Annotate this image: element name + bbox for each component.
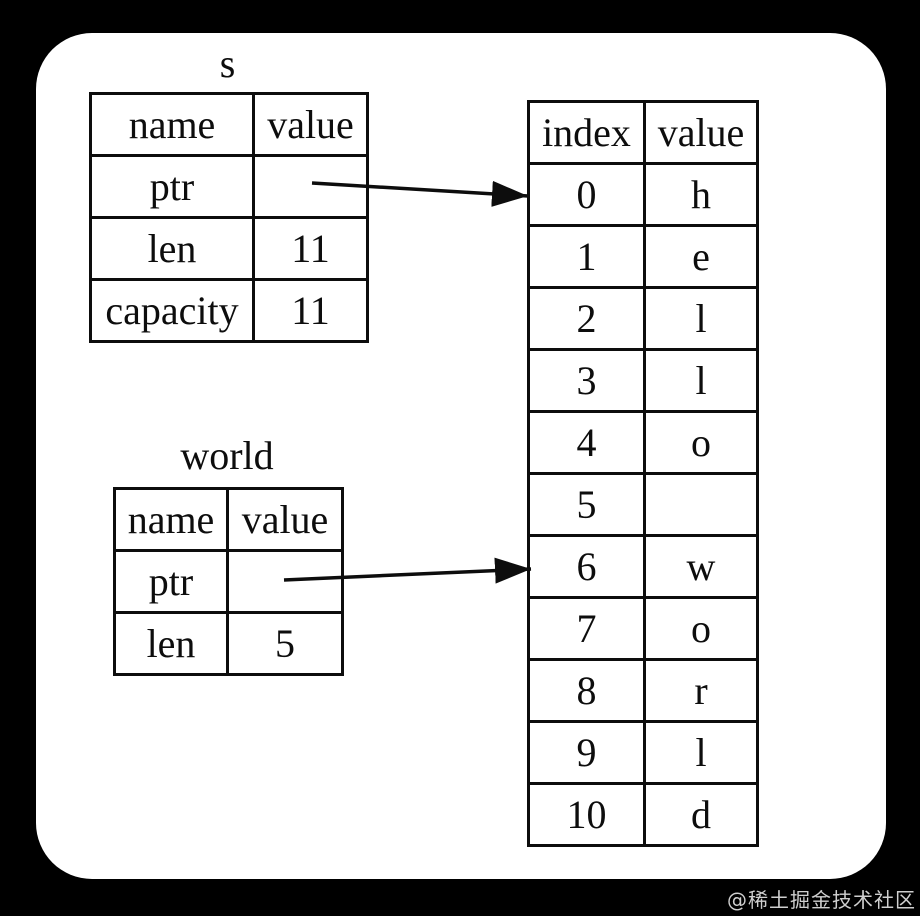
table-row: name value bbox=[89, 92, 369, 157]
table-row: 8 r bbox=[527, 658, 759, 723]
memory-value: l bbox=[643, 286, 759, 351]
diagram-panel: s name value ptr len 11 capacity 11 worl… bbox=[36, 33, 886, 879]
memory-value: e bbox=[643, 224, 759, 289]
memory-index: 0 bbox=[527, 162, 646, 227]
s-len-value: 11 bbox=[252, 216, 369, 281]
table-row: 4 o bbox=[527, 410, 759, 475]
table-row: 0 h bbox=[527, 162, 759, 227]
table-row: 10 d bbox=[527, 782, 759, 847]
s-len-name: len bbox=[89, 216, 255, 281]
world-header-value: value bbox=[226, 487, 344, 552]
memory-header-value: value bbox=[643, 100, 759, 165]
table-row: len 5 bbox=[113, 611, 344, 676]
table-row: 5 bbox=[527, 472, 759, 537]
memory-value bbox=[643, 472, 759, 537]
s-capacity-name: capacity bbox=[89, 278, 255, 343]
world-ptr-name: ptr bbox=[113, 549, 229, 614]
memory-index: 4 bbox=[527, 410, 646, 475]
struct-s-table: name value ptr len 11 capacity 11 bbox=[89, 92, 369, 343]
memory-index: 1 bbox=[527, 224, 646, 289]
table-row: 9 l bbox=[527, 720, 759, 785]
memory-value: o bbox=[643, 410, 759, 475]
memory-index: 8 bbox=[527, 658, 646, 723]
table-row: 3 l bbox=[527, 348, 759, 413]
memory-index: 9 bbox=[527, 720, 646, 785]
struct-world-table: name value ptr len 5 bbox=[113, 487, 344, 676]
memory-table: index value 0 h 1 e 2 l 3 l 4 o bbox=[527, 100, 759, 847]
table-row: 2 l bbox=[527, 286, 759, 351]
s-ptr-name: ptr bbox=[89, 154, 255, 219]
struct-world-title: world bbox=[180, 433, 274, 478]
memory-value: l bbox=[643, 348, 759, 413]
memory-value: h bbox=[643, 162, 759, 227]
table-row: index value bbox=[527, 100, 759, 165]
s-ptr-value bbox=[252, 154, 369, 219]
table-row: name value bbox=[113, 487, 344, 552]
memory-index: 6 bbox=[527, 534, 646, 599]
table-row: capacity 11 bbox=[89, 278, 369, 343]
table-row: 6 w bbox=[527, 534, 759, 599]
table-row: ptr bbox=[89, 154, 369, 219]
table-row: 1 e bbox=[527, 224, 759, 289]
memory-value: o bbox=[643, 596, 759, 661]
world-len-value: 5 bbox=[226, 611, 344, 676]
s-header-value: value bbox=[252, 92, 369, 157]
world-ptr-value bbox=[226, 549, 344, 614]
table-row: 7 o bbox=[527, 596, 759, 661]
memory-index: 5 bbox=[527, 472, 646, 537]
struct-s-title: s bbox=[219, 41, 236, 86]
memory-header-index: index bbox=[527, 100, 646, 165]
memory-index: 7 bbox=[527, 596, 646, 661]
world-header-name: name bbox=[113, 487, 229, 552]
memory-value: d bbox=[643, 782, 759, 847]
memory-value: w bbox=[643, 534, 759, 599]
memory-index: 2 bbox=[527, 286, 646, 351]
table-row: len 11 bbox=[89, 216, 369, 281]
world-len-name: len bbox=[113, 611, 229, 676]
table-row: ptr bbox=[113, 549, 344, 614]
memory-index: 10 bbox=[527, 782, 646, 847]
memory-index: 3 bbox=[527, 348, 646, 413]
memory-value: l bbox=[643, 720, 759, 785]
s-capacity-value: 11 bbox=[252, 278, 369, 343]
s-header-name: name bbox=[89, 92, 255, 157]
watermark-text: @稀土掘金技术社区 bbox=[727, 888, 916, 912]
memory-value: r bbox=[643, 658, 759, 723]
